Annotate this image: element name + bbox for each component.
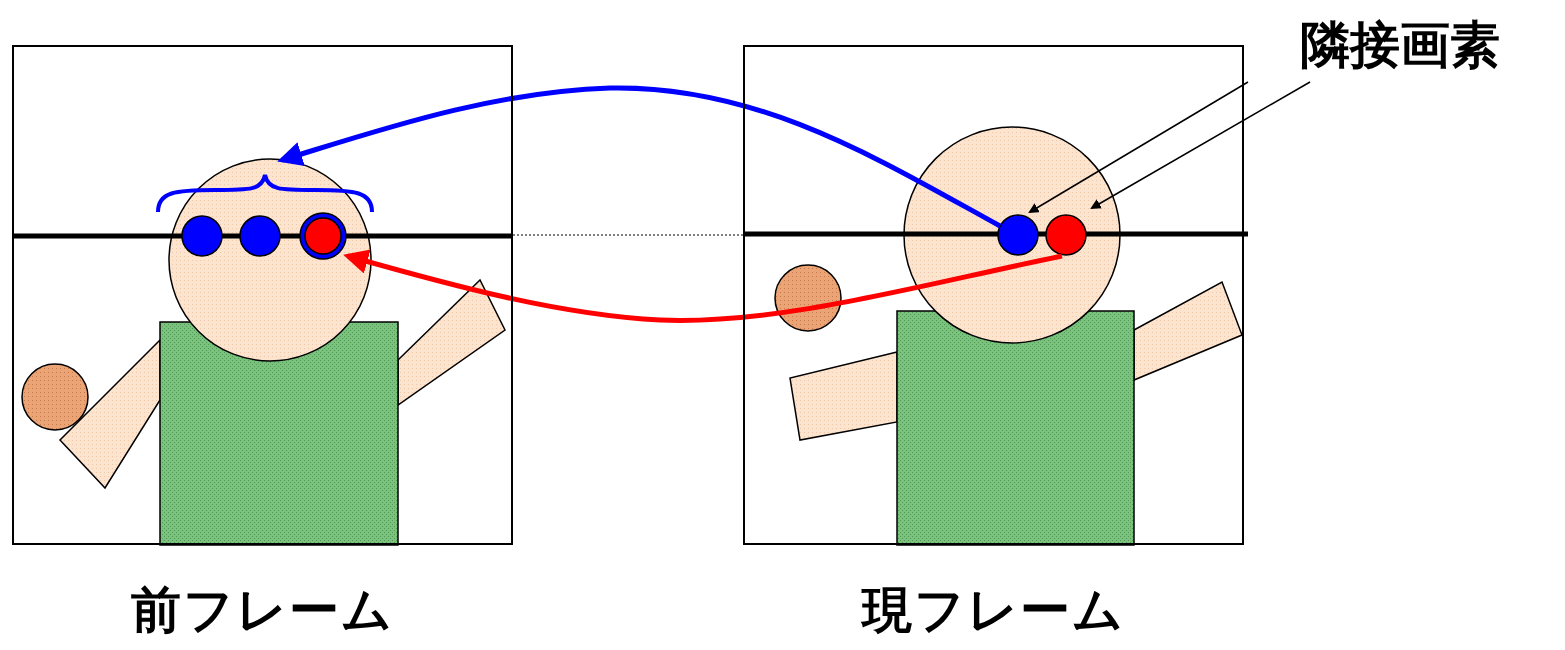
callout-label: 隣接画素 xyxy=(1300,12,1500,79)
frame-caption: 前フレーム xyxy=(131,577,394,644)
frame-caption: 現フレーム xyxy=(862,577,1125,644)
video-frame: 現フレーム xyxy=(743,45,1244,545)
video-frame: 前フレーム xyxy=(12,45,513,545)
